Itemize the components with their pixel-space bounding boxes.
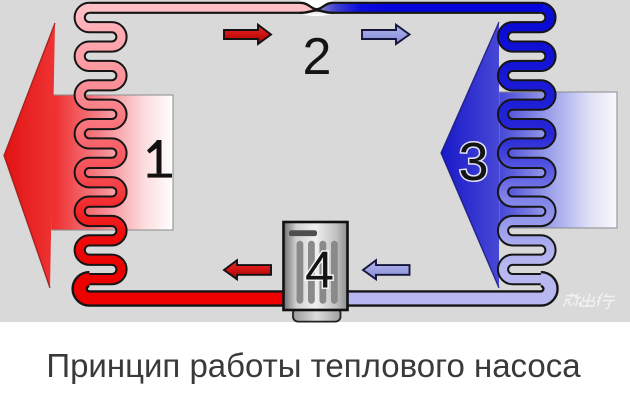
svg-text:4: 4 bbox=[305, 242, 334, 300]
svg-text:3: 3 bbox=[458, 132, 488, 192]
svg-text:Принцип работы теплового насос: Принцип работы теплового насоса bbox=[46, 347, 581, 384]
svg-text:2: 2 bbox=[302, 28, 331, 86]
